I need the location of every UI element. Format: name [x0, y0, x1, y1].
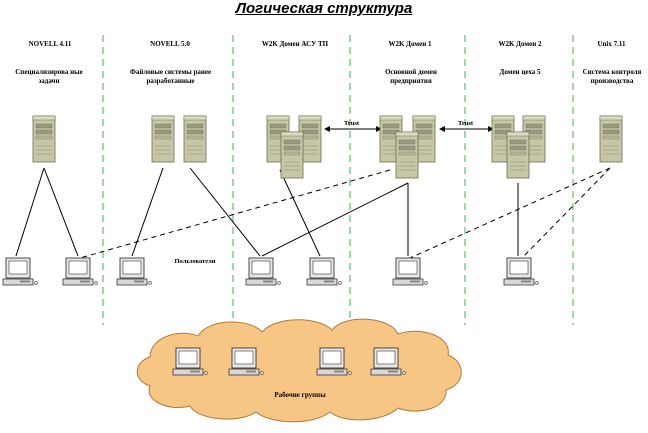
workstation-5 — [306, 257, 343, 286]
column-header-w2k-domain1: W2K Домен 1 — [388, 40, 432, 48]
column-caption-unix: Система контроля производства — [582, 68, 642, 85]
workgroups-cloud — [136, 318, 462, 423]
workstation-4 — [245, 257, 282, 286]
workstation-2 — [62, 257, 99, 286]
server-novell50-a — [151, 115, 175, 163]
server-novell411 — [32, 115, 56, 163]
column-caption-novell411: Специализирова ные задачи — [15, 68, 83, 85]
workstation-3 — [116, 257, 153, 286]
column-header-w2k-asutp: W2K Домен АСУ ТП — [261, 40, 329, 48]
server-unix — [599, 115, 623, 163]
diagram-title: Логическая структура — [235, 0, 413, 17]
server-domain2-front — [506, 131, 530, 179]
column-caption-w2k-domain1: Основной домен предприятия — [385, 68, 437, 85]
workstation-6 — [392, 257, 429, 286]
workgroups-label: Рабочие группы — [274, 391, 326, 399]
column-header-novell50: NOVELL 5.0 — [150, 40, 190, 48]
workstation-1 — [2, 257, 39, 286]
connections — [15, 167, 519, 257]
column-caption-novell50: Файловые системы ранее разработанные — [129, 68, 212, 85]
trust-label-left: Trust — [344, 120, 360, 127]
column-header-novell411: NOVELL 4.11 — [28, 40, 72, 48]
column-caption-w2k-domain2: Домен цеха 5 — [499, 68, 541, 76]
workstation-7 — [503, 257, 540, 286]
column-header-w2k-domain2: W2K Домен 2 — [498, 40, 542, 48]
trust-label-right: Trust — [458, 120, 474, 127]
dashed-connections — [79, 167, 611, 259]
users-label: Пользователи — [174, 258, 216, 265]
server-domain1-front — [395, 131, 419, 179]
column-dividers — [102, 35, 574, 325]
server-novell50-b — [183, 115, 207, 163]
server-asutp-front — [280, 131, 304, 179]
column-header-unix: Unix 7.11 — [597, 40, 626, 48]
